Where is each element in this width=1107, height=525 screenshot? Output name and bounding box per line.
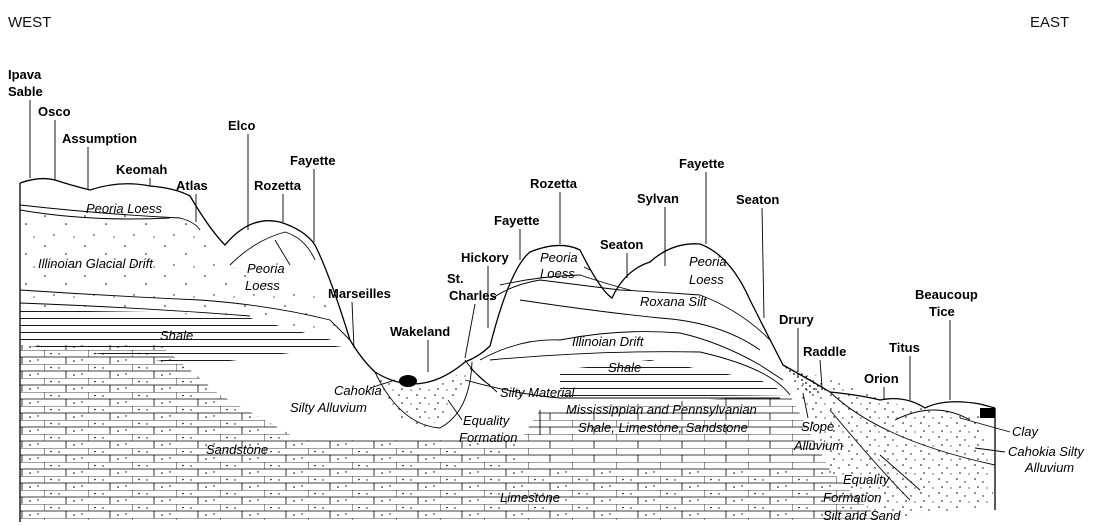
soil-fayette-2: Fayette [494, 213, 540, 228]
label-equality-1a: Equality [463, 413, 511, 428]
soil-hickory: Hickory [461, 250, 509, 265]
soil-atlas: Atlas [176, 178, 208, 193]
label-mississippian-a: Mississippian and Pennsylvanian [566, 402, 757, 417]
label-loess-4: Loess [689, 272, 724, 287]
label-clay: Clay [1012, 424, 1040, 439]
label-equality-1b: Formation [459, 430, 518, 445]
label-silty-material: Silty Material [500, 385, 576, 400]
label-cahokia-1a: Cahokia [334, 383, 382, 398]
soil-seaton-2: Seaton [736, 192, 779, 207]
soil-fayette-1: Fayette [290, 153, 336, 168]
soil-rozetta-2: Rozetta [530, 176, 578, 191]
soil-assumption: Assumption [62, 131, 137, 146]
label-peoria-4: Peoria [689, 254, 727, 269]
soil-rozetta-1: Rozetta [254, 178, 302, 193]
soil-keomah: Keomah [116, 162, 167, 177]
label-equality-east-a: Equality [843, 472, 891, 487]
west-label: WEST [8, 14, 51, 31]
soil-beaucoup: Beaucoup [915, 287, 978, 302]
soil-wakeland: Wakeland [390, 324, 450, 339]
label-mississippian-b: Shale, Limestone, Sandstone [578, 420, 748, 435]
label-peoria-loess-1: Peoria Loess [86, 201, 162, 216]
label-loess-3: Loess [540, 266, 575, 281]
label-cahokia-east-a: Cahokia Silty [1008, 444, 1085, 459]
soil-fayette-3: Fayette [679, 156, 725, 171]
label-equality-east-b: Formation [823, 490, 882, 505]
label-peoria-3: Peoria [540, 250, 578, 265]
soil-tice: Tice [929, 304, 955, 319]
soil-raddle: Raddle [803, 344, 846, 359]
soil-sylvan: Sylvan [637, 191, 679, 206]
soil-seaton-1: Seaton [600, 237, 643, 252]
soil-drury: Drury [779, 312, 814, 327]
soil-titus: Titus [889, 340, 920, 355]
soil-marseilles: Marseilles [328, 286, 391, 301]
east-label: EAST [1030, 14, 1069, 31]
soil-orion: Orion [864, 371, 899, 386]
label-sandstone: Sandstone [206, 442, 268, 457]
label-loess-2: Loess [245, 278, 280, 293]
wakeland-organic-pocket [399, 375, 417, 387]
label-slope-a: Slope [801, 419, 834, 434]
label-shale-2: Shale [608, 360, 641, 375]
cahokia-alluvium-fill [375, 360, 470, 428]
soil-charles: Charles [449, 288, 497, 303]
label-limestone: Limestone [500, 490, 560, 505]
soil-ipava: Ipava [8, 67, 42, 82]
label-illinoian-glacial-drift: Illinoian Glacial Drift [38, 256, 154, 271]
label-peoria-2: Peoria [247, 261, 285, 276]
label-equality-east-c: Silt and Sand [823, 508, 901, 523]
soil-st: St. [447, 271, 464, 286]
soil-sable: Sable [8, 84, 43, 99]
label-roxana-silt: Roxana Silt [640, 294, 708, 309]
label-cahokia-1b: Silty Alluvium [290, 400, 367, 415]
label-illinoian-drift: Illinoian Drift [572, 334, 645, 349]
label-shale-1: Shale [160, 328, 193, 343]
soil-osco: Osco [38, 104, 71, 119]
label-slope-b: Alluvium [793, 438, 843, 453]
tice-black-block [980, 408, 995, 418]
soil-elco: Elco [228, 118, 256, 133]
label-cahokia-east-b: Alluvium [1024, 460, 1074, 475]
